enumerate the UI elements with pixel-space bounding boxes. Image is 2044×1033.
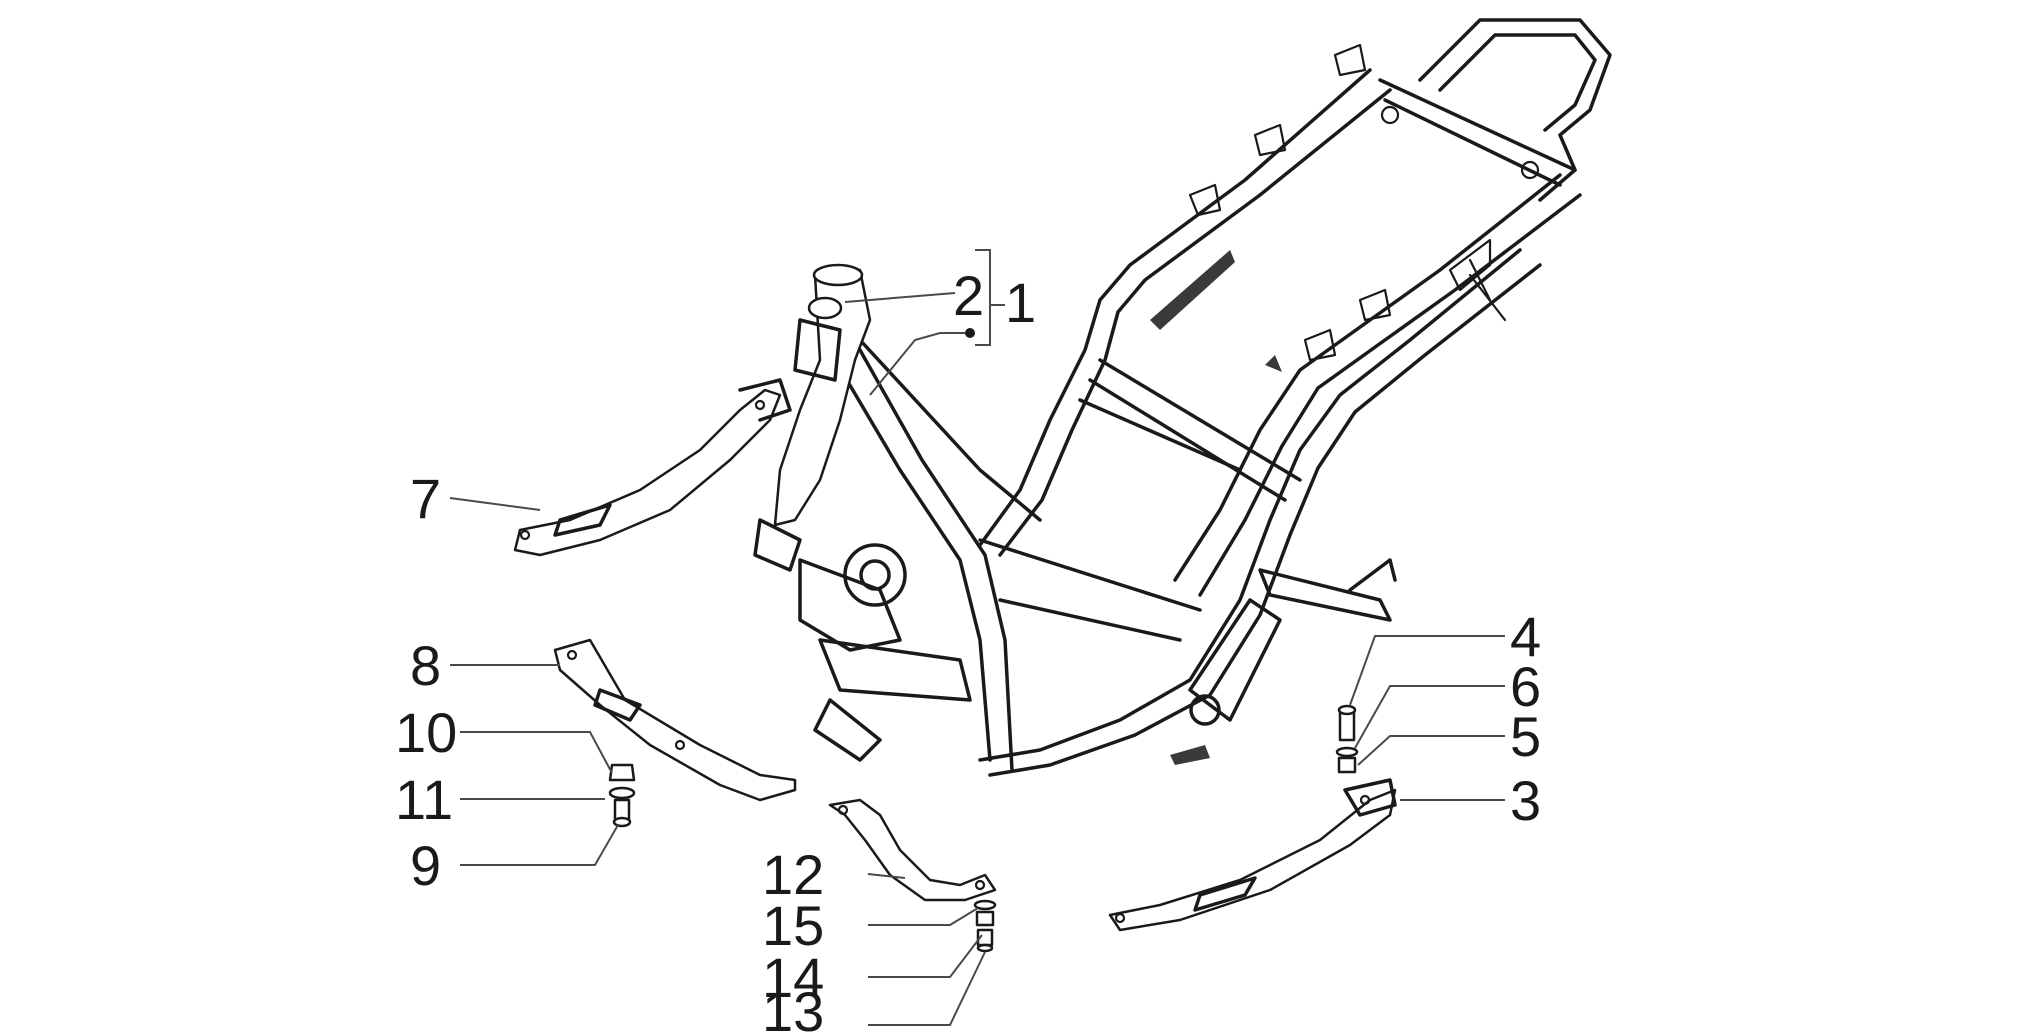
hardware — [608, 704, 1359, 953]
callout-12: 12 — [762, 843, 824, 906]
callout-3: 3 — [1510, 769, 1541, 832]
callout-14: 14 — [762, 946, 824, 1009]
callout-1: 1 — [1005, 271, 1036, 334]
front-cross-bracket — [553, 638, 797, 802]
leader-lines — [449, 249, 1505, 1026]
callout-4: 4 — [1510, 605, 1541, 668]
callout-6: 6 — [1510, 655, 1541, 718]
callout-9: 9 — [410, 834, 441, 897]
callout-13: 13 — [762, 980, 824, 1033]
main-frame — [753, 18, 1612, 777]
plug-part — [807, 296, 843, 320]
callout-2: 2 — [953, 264, 984, 327]
right-footrest-bracket — [1108, 778, 1397, 932]
callout-10: 10 — [395, 701, 457, 764]
left-footrest-bracket — [513, 378, 792, 557]
callout-8: 8 — [410, 634, 441, 697]
center-strap-bracket — [828, 798, 997, 902]
callout-7: 7 — [410, 467, 441, 530]
callout-numbers: 1 2 3 4 5 6 7 8 9 10 11 12 13 14 15 — [395, 264, 1541, 1033]
callout-11: 11 — [395, 768, 453, 831]
callout-15: 15 — [762, 894, 824, 957]
callout-5: 5 — [1510, 705, 1541, 768]
